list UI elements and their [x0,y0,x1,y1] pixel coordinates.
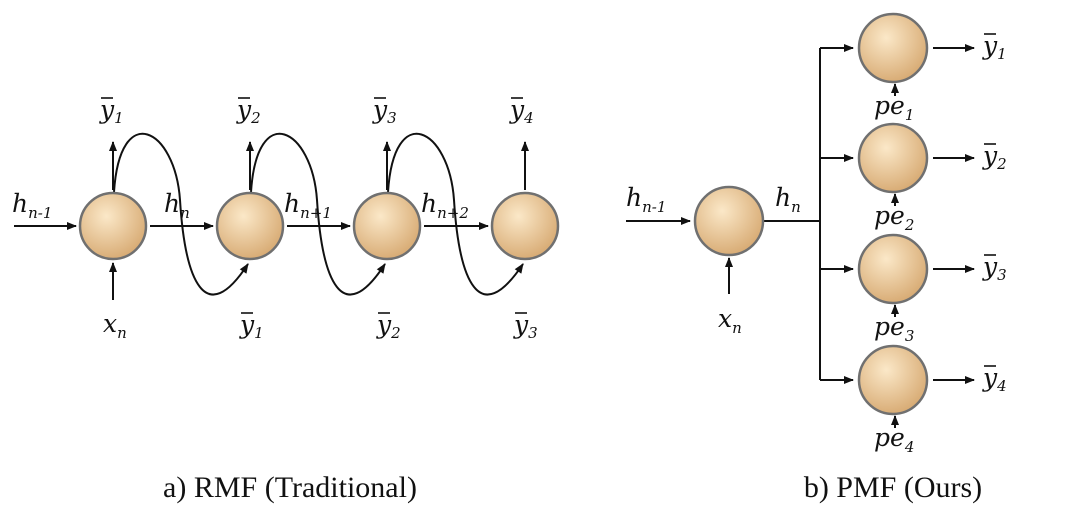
svg-text:y1: y1 [982,31,1007,63]
svg-text:y4: y4 [982,363,1007,395]
pmf-output-2: y2 [982,141,1007,173]
rmf-feedback-label-1: y1 [239,310,264,342]
rmf-diagram: hn-1 xn hn hn+1 hn+2 y1 y2 y3 y4 [12,95,560,504]
pmf-node-main [693,185,765,257]
rmf-node-1 [78,191,148,261]
rmf-feedback-curve-2 [250,132,386,296]
svg-text:y3: y3 [372,95,397,127]
svg-text:y3: y3 [513,310,538,342]
svg-text:y2: y2 [376,310,401,342]
rmf-label-h-2: hn+1 [284,189,332,222]
pmf-label-x: xn [718,304,742,337]
pmf-diagram: hn-1 hn xn y1 y2 y3 y4 pe1 pe2 [626,12,1007,504]
rmf-node-2 [215,191,285,261]
rmf-label-h-1: hn [164,189,190,222]
rmf-label-h-3: hn+2 [421,189,469,222]
rmf-label-hn-1: hn-1 [12,189,52,222]
pmf-node-4 [857,344,929,416]
rmf-feedback-label-2: y2 [376,310,401,342]
svg-text:y3: y3 [982,252,1007,284]
pmf-caption: b) PMF (Ours) [804,471,982,504]
pmf-output-3: y3 [982,252,1007,284]
svg-text:y2: y2 [982,141,1007,173]
pmf-output-1: y1 [982,31,1007,63]
svg-text:y1: y1 [239,310,264,342]
pmf-node-3 [857,233,929,305]
pmf-node-2 [857,122,929,194]
rmf-output-4: y4 [509,95,534,127]
rmf-output-2: y2 [236,95,261,127]
svg-text:y2: y2 [236,95,261,127]
rmf-feedback-label-3: y3 [513,310,538,342]
rmf-node-4 [490,191,560,261]
pmf-label-hn: hn [775,183,801,216]
svg-text:y4: y4 [509,95,534,127]
pmf-pe-1: pe1 [874,91,914,124]
rmf-output-1: y1 [99,95,124,127]
pmf-pe-4: pe4 [874,423,914,456]
svg-text:y1: y1 [99,95,124,127]
pmf-node-1 [857,12,929,84]
rmf-output-3: y3 [372,95,397,127]
rmf-label-x: xn [103,309,127,342]
pmf-pe-2: pe2 [874,201,914,234]
rmf-node-3 [352,191,422,261]
rmf-caption: a) RMF (Traditional) [163,471,417,504]
rmf-feedback-curve-3 [387,132,524,296]
pmf-output-4: y4 [982,363,1007,395]
pmf-label-hn-1: hn-1 [626,183,666,216]
rmf-feedback-curve-1 [113,132,249,296]
pmf-pe-3: pe3 [874,312,914,345]
